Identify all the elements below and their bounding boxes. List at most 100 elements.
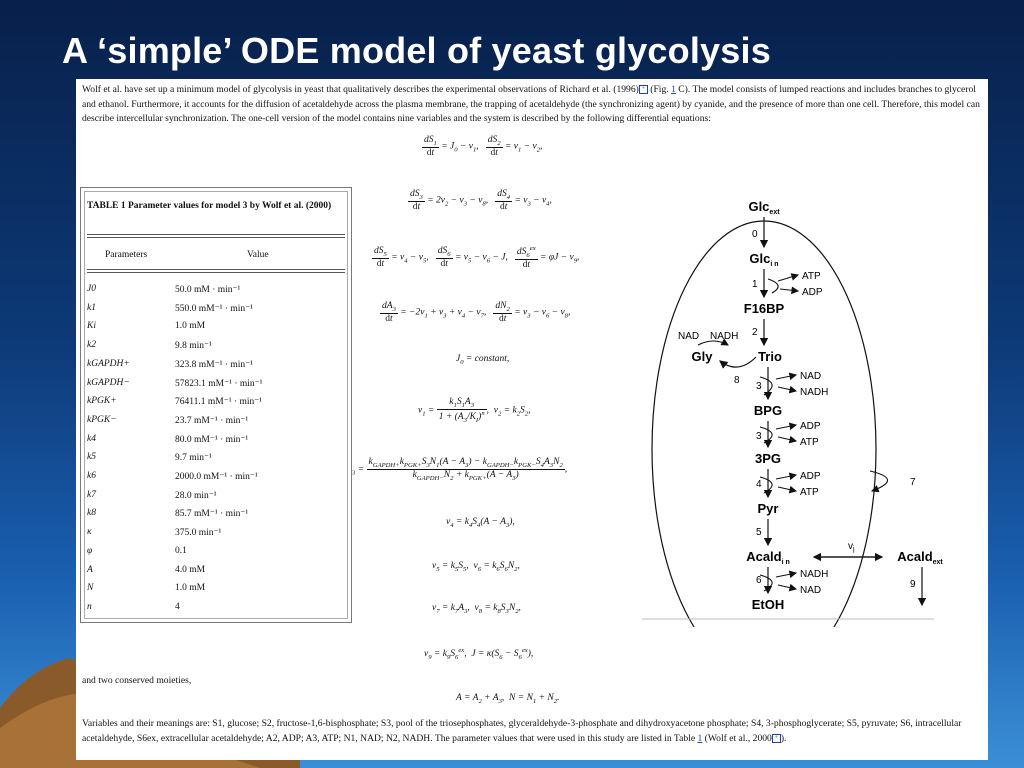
param-name: k7 [87,489,96,500]
param-name: kGAPDH− [87,377,130,388]
intro-text: Wolf et al. have set up a minimum model … [82,84,639,95]
param-name: n [87,601,92,612]
label-adp-1: ADP [802,287,823,298]
param-value: 1.0 mM [175,583,206,594]
table-row: kGAPDH−57823.1 mM⁻¹ · min⁻¹ [87,378,343,394]
table-rule-mid [87,269,345,270]
equation-j0: J0 = constant, [456,354,510,366]
conserved-label: and two conserved moieties, [82,675,192,686]
node-glc-ext: Glcext [748,199,780,216]
table-row: k1 550.0 mM⁻¹ · min⁻¹ [87,303,343,319]
table-row: φ 0.1 [87,546,343,562]
step-6: 6 [756,575,762,586]
step-7: 7 [910,477,916,488]
label-nadh-gly: NADH [710,331,738,342]
table-row: kGAPDH+ 323.8 mM⁻¹ · min⁻¹ [87,359,343,375]
param-value: 9.7 min⁻¹ [175,453,212,464]
equation-v5: v5 = k5S5, v6 = k6S6N2, [432,561,520,573]
param-name: k4 [87,433,96,444]
slide-title: A ‘simple’ ODE model of yeast glycolysis [62,30,771,71]
step-3a: 3 [756,381,762,392]
table-rule-top2 [87,237,345,238]
label-atp-3: ATP [800,437,819,448]
label-nadh-2: NADH [800,387,828,398]
param-value: 4.0 mM [175,564,206,575]
label-nad-gly: NAD [678,331,699,342]
variables-text: Variables and their meanings are: S1, gl… [82,718,962,744]
equation-conserved: A = A2 + A3, N = N1 + N2. [456,693,560,705]
node-etoh: EtOH [752,597,785,612]
label-atp-1: ATP [802,271,821,282]
table-header-parameters: Parameters [105,250,148,260]
node-glc-in: Glci n [749,251,778,268]
param-name: k5 [87,452,96,463]
param-name: J0 [87,284,96,294]
table-row: k6 2000.0 mM⁻¹ · min⁻¹ [87,471,343,487]
intro-fig-pre: (Fig. [647,84,672,95]
parameter-table: TABLE 1 Parameter values for model 3 by … [80,187,352,623]
step-3b: 3 [756,431,762,442]
param-name: k1 [87,302,96,313]
param-value: 375.0 min⁻¹ [175,528,222,539]
table-row: J0 50.0 mM · min⁻¹ [87,284,343,300]
param-value: 23.7 mM⁻¹ · min⁻¹ [175,415,249,426]
figure-link[interactable]: 1 [671,84,676,95]
param-name: N [87,583,94,594]
param-name: k2 [87,340,96,351]
table-row: k5 9.7 min⁻¹ [87,452,343,468]
param-name: Ki [87,321,96,332]
param-value: 550.0 mM⁻¹ · min⁻¹ [175,303,254,314]
param-name: A [87,564,93,575]
node-acald-ext: Acaldext [897,549,943,566]
label-nad-2: NAD [800,371,821,382]
param-name: k6 [87,471,96,481]
external-link-icon[interactable]: + [638,85,648,95]
param-name: kGAPDH+ [87,358,130,369]
param-name: φ [87,545,93,556]
equation-v4: v4 = k4S4(A − A3), [446,517,515,529]
param-value: 9.8 min⁻¹ [175,341,212,352]
param-value: 323.8 mM⁻¹ · min⁻¹ [175,359,254,370]
table-caption: TABLE 1 Parameter values for model 3 by … [87,201,332,211]
param-value: 1.0 mM [175,321,206,332]
variables-tail-end: ). [780,732,787,744]
param-value: 50.0 mM · min⁻¹ [175,285,241,295]
node-bpg: BPG [754,403,782,418]
external-link-icon[interactable]: + [771,733,781,743]
equation-v3: 3 = kGAPDH+kPGK+S3N1(A − A3) − kGAPDH−kP… [352,457,568,482]
table-rule-top [87,234,345,235]
param-value: 2000.0 mM⁻¹ · min⁻¹ [175,472,258,482]
step-0: 0 [752,229,758,240]
param-name: kPGK+ [87,396,117,407]
variables-paragraph: Variables and their meanings are: S1, gl… [82,717,984,746]
param-value: 4 [175,601,180,612]
table-header-value: Value [247,250,269,260]
param-value: 85.7 mM⁻¹ · min⁻¹ [175,509,249,520]
table-row: N 1.0 mM [87,583,343,599]
node-acald-in: Acaldi n [746,549,790,566]
param-value: 0.1 [175,545,187,556]
label-atp-4: ATP [800,487,819,498]
table-row: kPGK−23.7 mM⁻¹ · min⁻¹ [87,415,343,431]
param-value: 28.0 min⁻¹ [175,490,217,501]
label-adp-3: ADP [800,421,821,432]
table-link[interactable]: 1 [697,732,703,744]
node-3pg: 3PG [755,451,781,466]
table-frame [84,191,348,619]
label-nadh-6: NADH [800,569,828,580]
label-vj: vj [848,541,855,553]
node-trio: Trio [758,349,782,364]
table-row: kPGK+76411.1 mM⁻¹ · min⁻¹ [87,396,343,412]
step-9: 9 [910,579,916,590]
node-pyr: Pyr [758,501,779,516]
table-row: k7 28.0 min⁻¹ [87,490,343,506]
